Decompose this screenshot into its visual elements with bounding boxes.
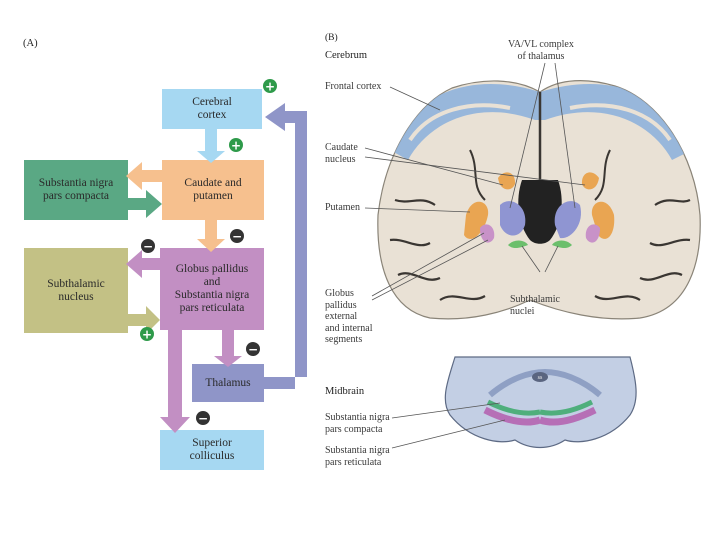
coronal-brain-section	[377, 80, 701, 320]
caudate-putamen-label: Caudate and putamen	[184, 177, 242, 202]
panel-a-label: (A)	[23, 38, 38, 49]
cerebral-cortex-label: Cerebral cortex	[192, 96, 232, 121]
cerebral-cortex-box	[162, 89, 262, 129]
svg-text:+: +	[142, 328, 152, 342]
minus-sign-colliculus: −	[196, 411, 210, 426]
globus-to-colliculus-arrow	[160, 330, 190, 433]
substantia-nigra-compacta-box	[24, 160, 128, 220]
globus-to-subthalamic-arrow	[126, 250, 160, 278]
leader-lines	[364, 62, 586, 449]
svg-text:−: −	[198, 412, 208, 426]
svg-text:−: −	[143, 240, 153, 254]
thalamus-label: Thalamus	[205, 376, 251, 389]
svg-text:ss: ss	[538, 375, 543, 381]
plus-sign-cortex: +	[263, 79, 277, 94]
panel-b-label: (B)	[325, 33, 338, 43]
plus-sign-caudate: +	[229, 138, 243, 153]
midbrain-section: ss	[444, 356, 637, 449]
globus-pallidus-label: Globus pallidus and Substantia nigra par…	[174, 263, 250, 314]
globus-pallidus-box	[160, 248, 264, 330]
caudate-nucleus-label: Caudate nucleus	[325, 142, 358, 165]
superior-colliculus-label: Superior colliculus	[189, 437, 235, 462]
putamen-label: Putamen	[325, 202, 360, 213]
svg-text:−: −	[232, 230, 242, 244]
thalamus-box	[192, 364, 264, 402]
subthalamic-nuclei-label: Subthalamic nuclei	[510, 294, 560, 317]
circuit-diagram: + + − − + − −	[24, 79, 307, 470]
minus-sign-subthalamic: −	[141, 239, 155, 254]
caudate-to-globus-arrow	[197, 220, 225, 252]
svg-text:+: +	[265, 80, 275, 94]
svg-text:+: +	[231, 139, 241, 153]
plus-sign-subthalamic-output: +	[140, 327, 154, 342]
substantia-nigra-compacta-label: Substantia nigra pars compacta	[38, 177, 114, 202]
globus-to-thalamus-arrow	[214, 330, 242, 367]
subthalamic-nucleus-label: Subthalamic nucleus	[47, 277, 105, 303]
subthalamic-to-globus-arrow	[128, 306, 160, 334]
va-vl-complex-label: VA/VL complex of thalamus	[508, 39, 574, 62]
cortex-to-caudate-arrow	[197, 129, 225, 163]
minus-sign-thalamus: −	[246, 342, 260, 357]
cerebrum-heading: Cerebrum	[325, 50, 367, 61]
midbrain-heading: Midbrain	[325, 386, 365, 397]
minus-sign-globus: −	[230, 229, 244, 244]
snr-anatomy-label: Substantia nigra pars reticulata	[325, 445, 390, 468]
frontal-cortex-label: Frontal cortex	[325, 81, 382, 92]
caudate-to-snc-arrow	[126, 162, 162, 190]
snc-to-caudate-arrow	[128, 190, 162, 218]
svg-text:−: −	[248, 343, 258, 357]
superior-colliculus-box	[160, 430, 264, 470]
caudate-putamen-box	[162, 160, 264, 220]
thalamus-to-cortex-arrow	[262, 103, 307, 389]
globus-pallidus-segments-label: Globus pallidus external and internal se…	[325, 288, 373, 345]
subthalamic-nucleus-box	[24, 248, 128, 333]
snc-anatomy-label: Substantia nigra pars compacta	[325, 412, 390, 435]
